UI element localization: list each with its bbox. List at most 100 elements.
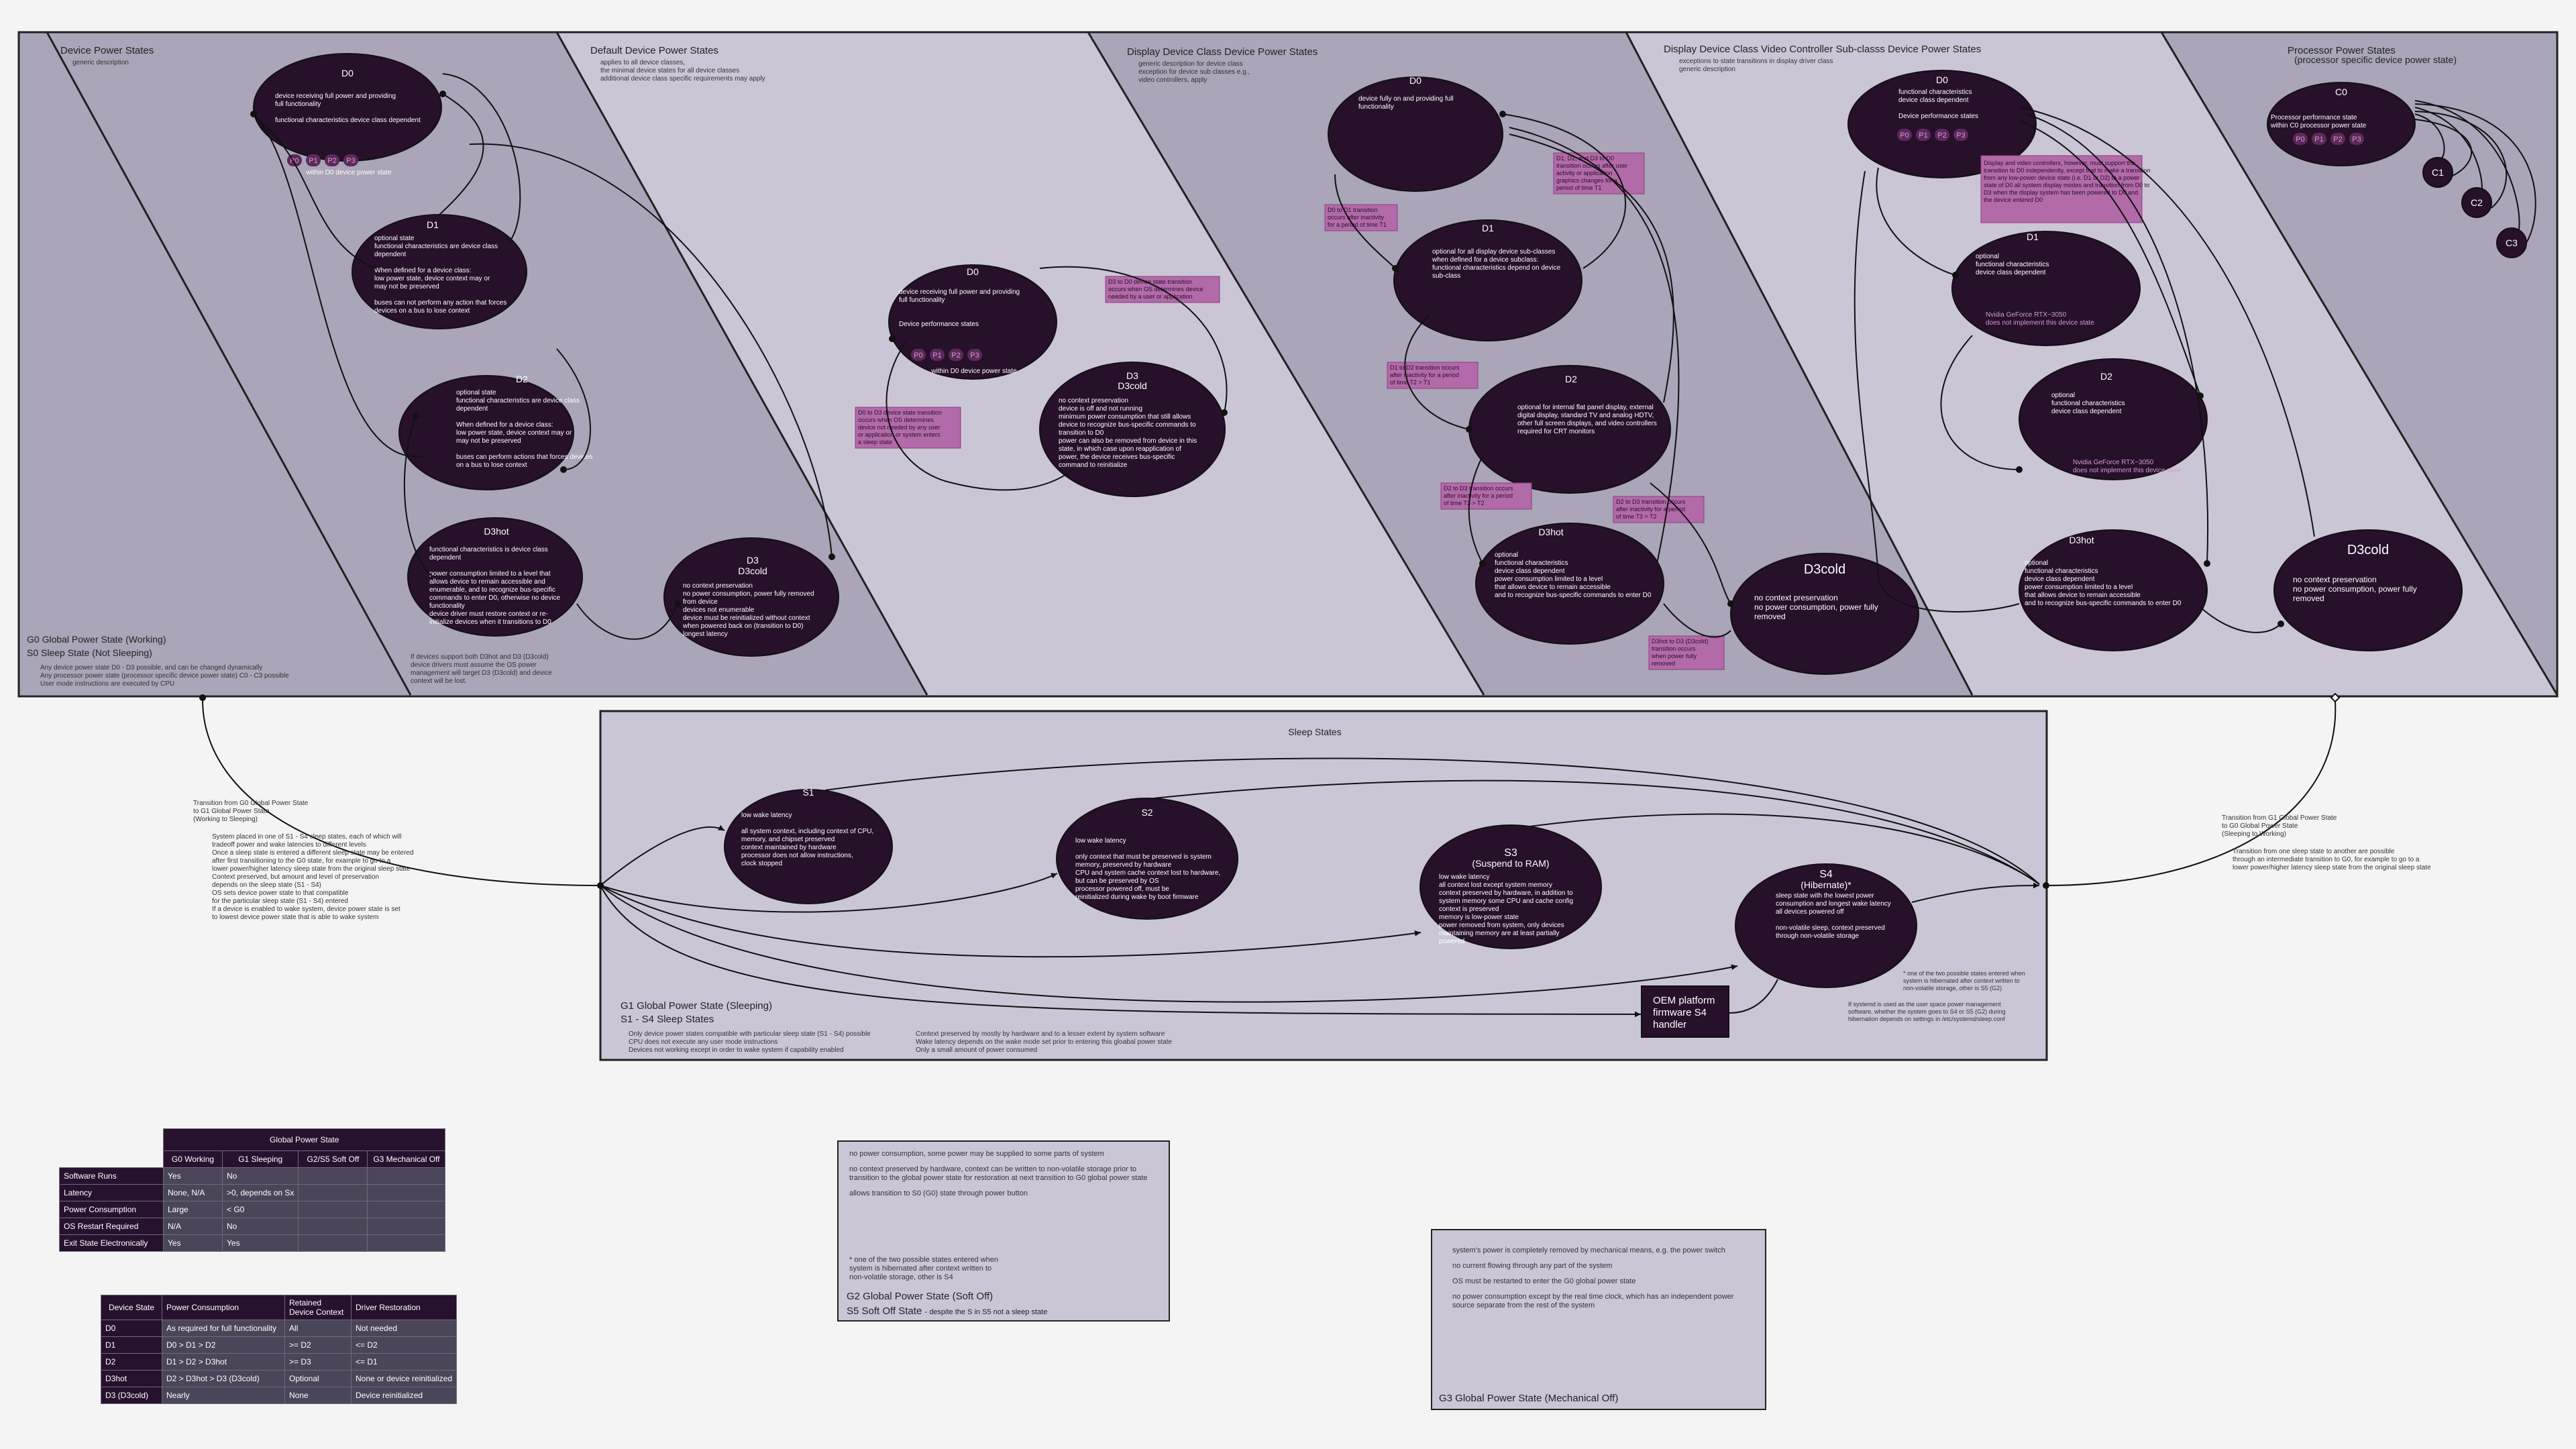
g1-subtitle: S1 - S4 Sleep States (621, 1014, 714, 1025)
generic-footnote: device drivers must assume the OS power (411, 661, 537, 669)
table-group-header: Global Power State (162, 1128, 446, 1151)
s2-text: reinitialized during wake by boot firmwa… (1075, 894, 1199, 901)
generic-d0-foot: within D0 device power state (305, 169, 392, 176)
g3-line: no power consumption except by the real … (1452, 1293, 1734, 1309)
p-state-label: P2 (2333, 136, 2342, 144)
note-display-d2-d3cold (1613, 496, 1705, 523)
s3-label2: (Suspend to RAM) (1472, 858, 1549, 869)
s1-text: memory, and chipset preserved (741, 836, 835, 843)
s4-text: sleep state with the lowest power (1776, 892, 1874, 900)
g1-g0-transition-label: (Sleeping to Working) (2222, 830, 2286, 838)
arrow-d3hot-d3 (576, 603, 678, 640)
g0-title: G0 Global Power State (Working) (27, 634, 166, 645)
s1-text: low wake latency (741, 812, 792, 819)
p-state-label: P2 (951, 352, 960, 360)
processor-c0-node (2267, 82, 2416, 166)
table-cell: < G0 (221, 1201, 299, 1218)
video-d1-text: device class dependent (1976, 269, 2046, 276)
table-cell: Nearly (162, 1387, 285, 1404)
processor-c2-node (2461, 187, 2492, 218)
arrow-display-d2-d3cold (1650, 482, 1731, 604)
p-state-label: P3 (2352, 136, 2361, 144)
column-title-device: Device Power States (60, 45, 154, 56)
display-d1-text: functional characteristics depend on dev… (1432, 264, 1561, 272)
generic-d2-text: on a bus to lose context (456, 462, 527, 469)
video-d0-text: device class dependent (1898, 97, 1969, 104)
table-cell: Large (163, 1201, 223, 1218)
p-state-label: P1 (2314, 136, 2323, 144)
arrow-head (2033, 882, 2039, 889)
column-desc-display: generic description for device class (1138, 60, 1243, 68)
table-row: Power Consumption Large < G0 (59, 1201, 446, 1218)
note-default-d0-d3-line: or application or system enters (858, 431, 941, 438)
generic-d1-text: devices on a bus to lose context (374, 307, 470, 315)
video-d3hot-text: that allows device to remain accessible (2025, 592, 2141, 599)
table-cell: D2 > D3hot > D3 (D3cold) (162, 1370, 285, 1387)
g1-note: CPU does not execute any user mode instr… (629, 1038, 777, 1046)
s4-systemd-note: If systemd is used as the user space pow… (1848, 1001, 2001, 1008)
note-display-d0-d1-line: occurs after inactivity (1328, 214, 1385, 221)
row-label: Power Consumption (59, 1201, 164, 1218)
table-header: Device State (101, 1295, 162, 1320)
generic-d2-text: When defined for a device class: (456, 421, 553, 429)
row-label: Software Runs (59, 1167, 164, 1185)
s4-text: all devices powered off (1776, 908, 1844, 916)
g0-note: Any processor power state (processor spe… (40, 672, 289, 680)
row-label: Exit State Electronically (59, 1234, 164, 1252)
note-display-d0-d1-line: D0 to D1 transition (1328, 207, 1378, 213)
device-state-table: Device State Power Consumption Retained … (101, 1295, 458, 1404)
generic-d3hot-text: dependent (429, 554, 461, 561)
table-row: D0 As required for full functionality Al… (101, 1320, 458, 1337)
note-display-d1-d0-line: activity or application (1556, 170, 1613, 176)
table-cell: D3hot (101, 1370, 162, 1387)
arrow-video-d0-d3cold (2019, 107, 2315, 537)
arrow-s2-hub (1153, 780, 2040, 885)
p-state-label: P0 (2296, 136, 2304, 144)
g3-description: system's power is completely removed by … (1452, 1246, 1734, 1317)
processor-c2-label: C2 (2471, 197, 2483, 208)
generic-d2-text: buses can perform actions that forces de… (456, 453, 592, 461)
arrow-d1-d0-b (254, 117, 376, 269)
arrow-c3-c0 (2414, 103, 2536, 244)
note-default-d3-d0-line: needed by a user or application (1108, 293, 1193, 300)
video-d1-note: Nvidia GeForce RTX~3050 (1986, 311, 2067, 319)
video-d1-note: does not implement this device state (1986, 319, 2094, 327)
arrow-display-d1-d2 (1404, 315, 1470, 430)
video-d3hot-text: and to recognize bus-specific commands t… (2025, 600, 2182, 607)
g3-line: no current flowing through any part of t… (1452, 1262, 1613, 1270)
oem-s4-handler (1641, 985, 1729, 1038)
table-row: D1 D0 > D1 > D2 >= D2 <= D2 (101, 1336, 458, 1354)
p-state-badge (1935, 129, 1949, 141)
s4-footnote: non-volatile storage, other is S5 (G2) (1903, 985, 2002, 991)
display-d0-label: D0 (1409, 75, 1421, 86)
generic-d1-text: functional characteristics are device cl… (374, 243, 498, 250)
generic-d1-text: low power state, device context may or (374, 275, 490, 282)
video-d0-text: Device performance states (1898, 113, 1978, 120)
arrow-display-d2-d0 (1509, 133, 1674, 403)
s4-label: S4 (1819, 869, 1833, 880)
generic-footnote: context will be lost. (411, 678, 467, 685)
video-d3cold-node (2273, 529, 2463, 651)
video-d2-label: D2 (2100, 371, 2112, 382)
p-state-badge (930, 349, 945, 361)
g1-g0-transition-label: to G0 Global Power State (2222, 822, 2298, 830)
connector-dot (1727, 600, 1734, 607)
processor-c1-label: C1 (2432, 167, 2444, 178)
connector-dot (2277, 621, 2284, 627)
video-d3cold-text: removed (2293, 594, 2324, 603)
s2-text: memory, preserved by hardware (1075, 861, 1172, 869)
video-d3hot-text: optional (2025, 559, 2048, 567)
g2-footnote-line: system is hibernated after context writt… (849, 1265, 992, 1273)
generic-d3cold-text: no power consumption, power fully remove… (683, 590, 814, 598)
s3-text: low wake latency (1439, 873, 1490, 881)
g1-note: Only device power states compatible with… (629, 1030, 871, 1038)
table-row: D2 D1 > D2 > D3hot >= D3 <= D1 (101, 1353, 458, 1371)
display-d3cold-node (1730, 553, 1919, 675)
display-d3hot-text: functional characteristics (1495, 559, 1568, 567)
display-d2-label: D2 (1565, 374, 1577, 384)
g2-title: G2 Global Power State (Soft Off) (847, 1291, 994, 1302)
default-d0-text: device receiving full power and providin… (899, 288, 1020, 296)
generic-d2-text: dependent (456, 405, 488, 413)
display-d3hot-text: that allows device to remain accessible (1495, 584, 1611, 591)
note-video-transition-line: the device entered D0 (1984, 197, 2043, 203)
